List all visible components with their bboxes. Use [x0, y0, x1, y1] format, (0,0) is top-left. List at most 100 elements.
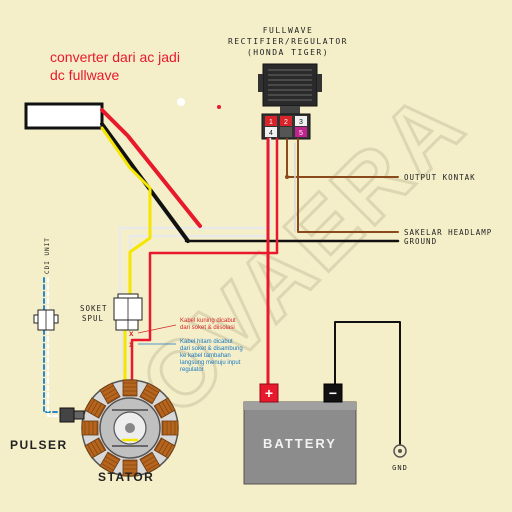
label-output-kontak: OUTPUT KONTAK	[404, 173, 476, 182]
white-dot	[177, 98, 185, 106]
wire-white-1	[118, 137, 272, 302]
pin-4	[265, 127, 277, 137]
annotation-line-2: dc fullwave	[50, 67, 119, 83]
stator-coil-winding	[105, 456, 118, 464]
battery-terminal-minus	[323, 383, 343, 403]
pin-label-1: 1	[269, 119, 273, 126]
note-pointer-kuning	[137, 324, 177, 334]
x-mark-hitam: x	[129, 340, 134, 349]
stator-coil-winding	[101, 463, 114, 471]
stator-coil-winding	[94, 403, 102, 416]
label-ground: GROUND	[404, 237, 437, 246]
stator-coil-winding	[165, 399, 173, 412]
junction-output	[285, 175, 289, 179]
label-gnd: GND	[392, 464, 408, 472]
stator-coil-winding	[101, 385, 114, 393]
stator-coil-winding	[103, 388, 116, 397]
pin-3	[295, 116, 307, 126]
label-pulser: PULSER	[10, 438, 68, 452]
red-dot	[217, 105, 221, 109]
battery-terminal-plus	[259, 383, 279, 403]
regulator-connector: 1 2 3 4 5	[261, 113, 311, 140]
stator-coil	[161, 420, 179, 436]
stator	[81, 379, 179, 477]
label-stator: STATOR	[98, 470, 154, 484]
stator-coil-winding	[165, 444, 173, 457]
stator-coil-winding	[146, 463, 159, 471]
regulator-title-3: (HONDA TIGER)	[247, 48, 329, 57]
pin-blank	[280, 127, 292, 137]
stator-coil-winding	[154, 438, 163, 451]
stator-coil-winding	[90, 442, 99, 455]
stator-coil-winding	[144, 459, 157, 468]
note-kuning-1: Kabel kuning dicabut	[180, 318, 236, 324]
stator-coil-winding	[97, 405, 106, 418]
note-hitam-1: Kabel hitam dicabut	[180, 339, 233, 345]
wire-blue-dash	[43, 329, 61, 413]
wire-white-dash	[47, 329, 61, 417]
note-kuning-2: dari soket & diisolasi	[180, 325, 235, 331]
stator-coil-winding	[142, 392, 155, 400]
pin-label-2: 2	[284, 119, 288, 126]
pin-5	[295, 127, 307, 137]
label-sakelar-headlamp: SAKELAR HEADLAMP	[404, 228, 492, 237]
annotation-line-1: converter dari ac jadi	[50, 49, 180, 65]
stator-coil	[122, 379, 138, 397]
stator-coil	[81, 420, 99, 436]
battery-plus-sign: +	[265, 385, 273, 401]
pin-2	[280, 116, 292, 126]
note-hitam-4: langsung menuju input	[180, 360, 241, 366]
regulator-title-2: RECTIFIER/REGULATOR	[228, 37, 348, 46]
converter-box	[24, 102, 104, 130]
regulator-title-1: FULLWAVE	[263, 26, 314, 35]
stator-coil-winding	[140, 452, 153, 461]
pin-label-4: 4	[269, 130, 273, 137]
label-soket-2: SPUL	[82, 314, 104, 323]
stator-coil	[122, 459, 138, 477]
wire-brown-2	[297, 138, 399, 233]
pin-label-3: 3	[299, 119, 303, 126]
stator-coil-winding	[142, 456, 155, 464]
wire-converter-red	[100, 108, 202, 228]
stator-coil-winding	[161, 442, 170, 455]
stator-coil-winding	[87, 399, 95, 412]
label-cdi-unit: CDI UNIT	[44, 237, 51, 274]
stator-coil-winding	[105, 392, 118, 400]
battery: + − BATTERY	[243, 383, 357, 485]
wire-red-stator	[130, 137, 279, 382]
wire-converter-yellow	[100, 126, 152, 300]
label-soket-1: SOKET	[80, 304, 108, 313]
stator-coil-winding	[158, 440, 166, 453]
pulser	[59, 407, 85, 423]
pin-1	[265, 116, 277, 126]
battery-label: BATTERY	[263, 436, 337, 451]
stator-coil-winding	[107, 452, 120, 461]
wires	[43, 108, 401, 446]
stator-coil-winding	[97, 438, 106, 451]
cdi-connector	[33, 309, 59, 331]
stator-coil-winding	[87, 444, 95, 457]
stator-coil-winding	[107, 395, 120, 404]
stator-coil-winding	[94, 440, 102, 453]
stator-coils	[81, 379, 179, 477]
note-hitam-3: ke kabel tambahan	[180, 353, 231, 359]
stator-coil-winding	[154, 405, 163, 418]
note-hitam-5: regulator	[180, 367, 204, 373]
note-hitam-2: dari soket & disambung	[180, 346, 243, 352]
pin-label-5: 5	[299, 130, 303, 137]
wire-gnd-battery	[334, 321, 401, 446]
stator-coil-winding	[161, 401, 170, 414]
stator-coil-winding	[144, 388, 157, 397]
stator-coil-winding	[158, 403, 166, 416]
stator-coil-winding	[140, 395, 153, 404]
x-mark-kuning: x	[129, 329, 134, 338]
soket-spul-connector	[113, 293, 143, 331]
battery-minus-sign: −	[329, 385, 337, 401]
stator-coil-winding	[103, 459, 116, 468]
stator-coil-winding	[90, 401, 99, 414]
gnd-terminal	[393, 444, 407, 458]
stator-coil-winding	[146, 385, 159, 393]
regulator	[258, 63, 322, 114]
